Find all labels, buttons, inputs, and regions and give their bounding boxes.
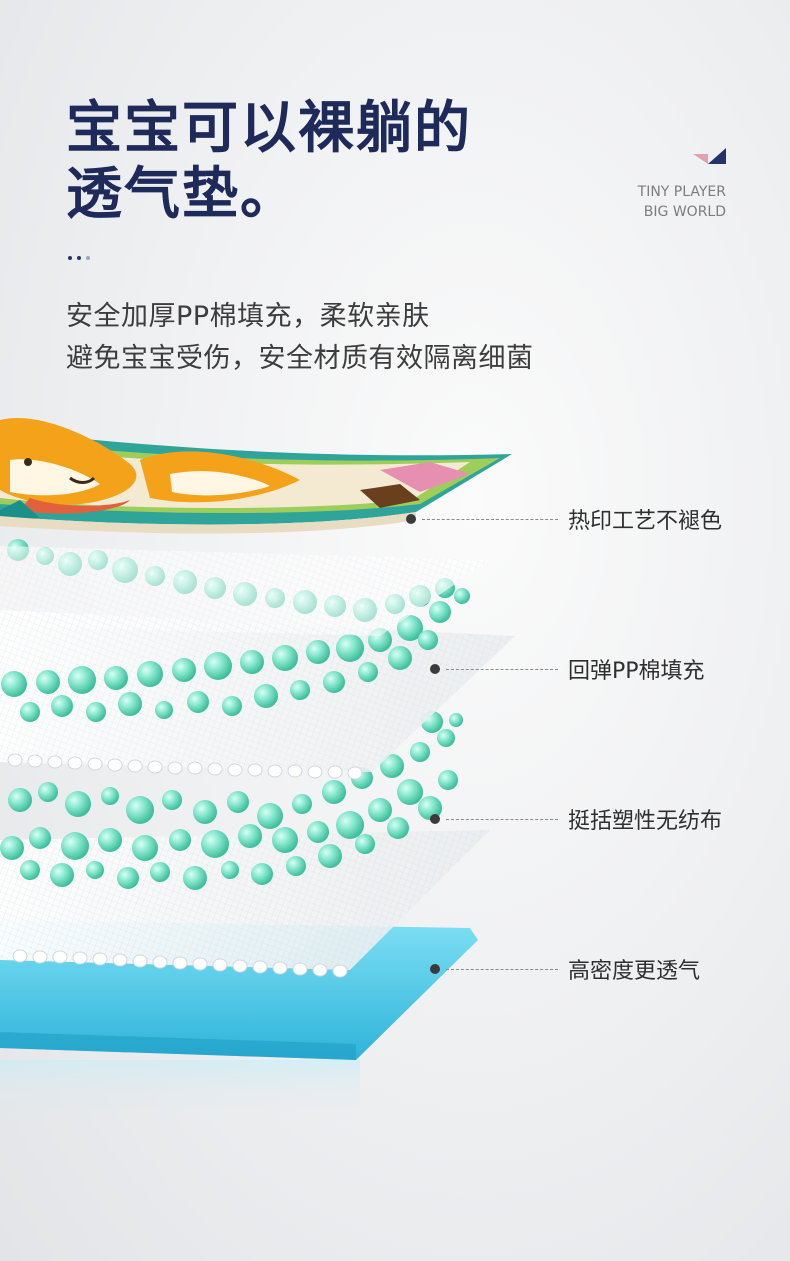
triangle-logo-icon	[693, 148, 726, 164]
callout-nonwoven-label: 挺括塑性无纺布	[568, 809, 723, 834]
callout-print-label: 热印工艺不褪色	[568, 509, 723, 534]
bullet-dot-icon	[430, 964, 440, 974]
lower-fiber-layer	[0, 830, 490, 978]
brand-block: TINY PLAYER BIG WORLD	[638, 148, 726, 222]
cartoon-animal-print	[0, 418, 470, 524]
callout-high-density: 高密度更透气	[430, 954, 700, 984]
brand-slogan-line-2: BIG WORLD	[643, 204, 726, 220]
description: 安全加厚PP棉填充，柔软亲肤 避免宝宝受伤，安全材质有效隔离细菌	[66, 296, 534, 380]
brand-slogan-line-1: TINY PLAYER	[637, 184, 726, 200]
bullet-dot-icon	[406, 514, 416, 524]
callout-nonwoven: 挺括塑性无纺布	[430, 804, 722, 834]
callout-print: 热印工艺不褪色	[406, 504, 722, 534]
brand-slogan: TINY PLAYER BIG WORLD	[638, 182, 726, 222]
headline-line-2: 透气垫。	[66, 162, 298, 227]
top-mesh-film	[0, 546, 490, 636]
headline-line-1: 宝宝可以裸躺的	[66, 96, 472, 161]
bullet-dot-icon	[430, 664, 440, 674]
callout-high-density-label: 高密度更透气	[568, 959, 701, 984]
description-line-2: 避免宝宝受伤，安全材质有效隔离细菌	[66, 343, 534, 374]
callout-pp-cotton: 回弹PP棉填充	[430, 654, 705, 684]
bullet-dot-icon	[430, 814, 440, 824]
ellipsis-dots-icon	[68, 256, 90, 264]
headline: 宝宝可以裸躺的 透气垫。	[66, 96, 472, 228]
lower-cotton-bubbles	[0, 711, 463, 890]
callout-pp-cotton-label: 回弹PP棉填充	[568, 659, 705, 684]
layer-illustration	[0, 418, 515, 1120]
floor-reflection	[0, 1060, 360, 1120]
description-line-1: 安全加厚PP棉填充，柔软亲肤	[66, 301, 430, 332]
printed-top-layer	[0, 418, 512, 534]
